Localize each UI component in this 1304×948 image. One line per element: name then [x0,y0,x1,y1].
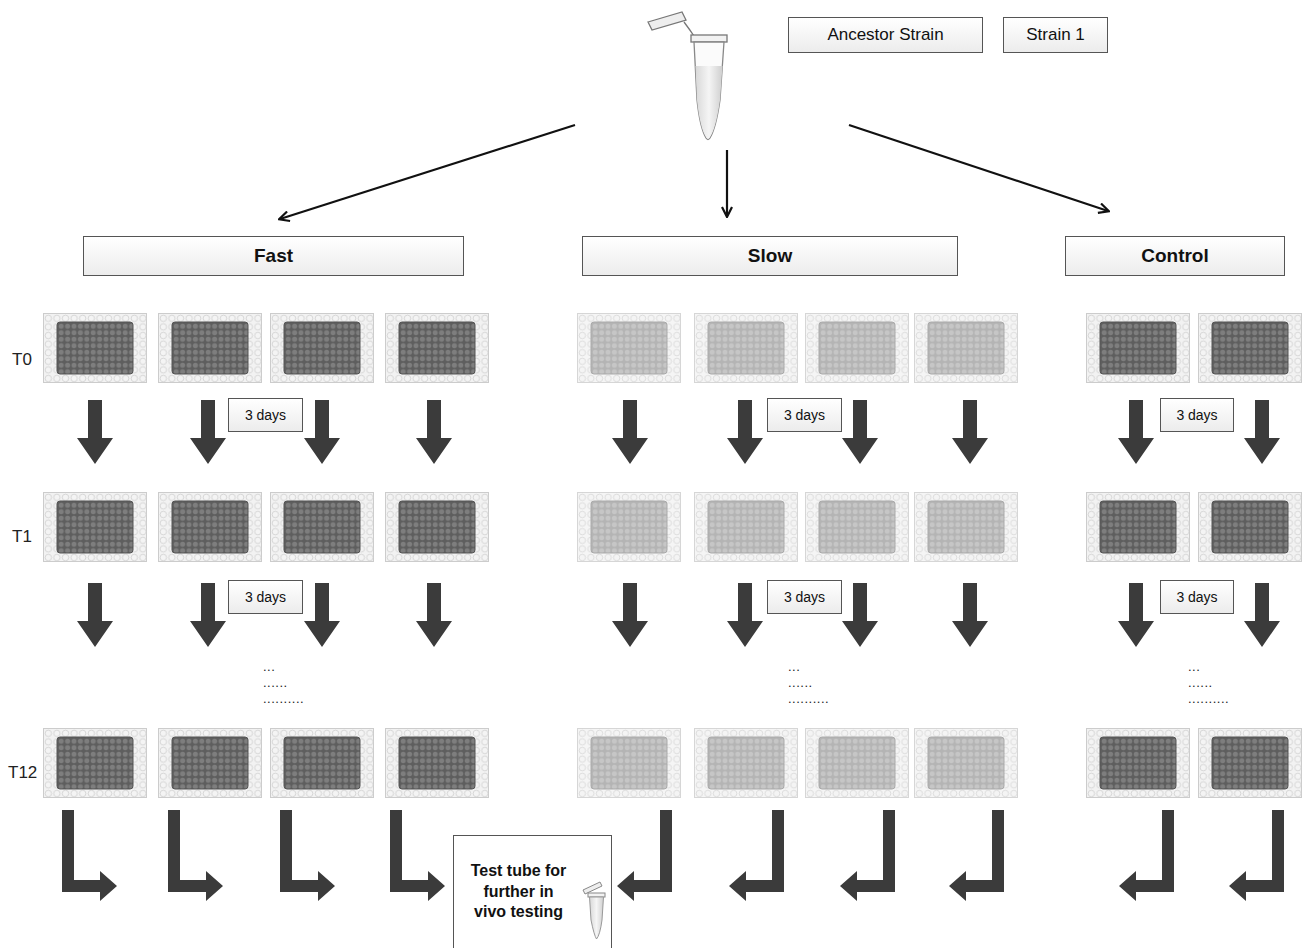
ellipsis-dots: .......... [1188,692,1229,705]
node-text: Fast [254,245,293,267]
node-text: Slow [748,245,792,267]
interval-box: 3 days [767,580,842,614]
treatment-header: Control [1065,236,1285,276]
interval-box: 3 days [228,398,303,432]
sample-box: Strain 1 [1003,17,1108,53]
node-text: Control [1141,245,1209,267]
treatment-header: Fast [83,236,464,276]
interval-box: 3 days [767,398,842,432]
node-text: Test tube for further in vivo testing [470,861,568,923]
sample-box: Ancestor Strain [788,17,983,53]
ellipsis-dots: ... [263,660,275,673]
row-label: T12 [8,763,37,783]
treatment-header: Slow [582,236,958,276]
ellipsis-dots: ...... [1188,676,1213,689]
collect-arrows [62,810,1284,901]
interval-box: 3 days [1160,398,1234,432]
ellipsis-dots: ... [788,660,800,673]
tube-icon [648,12,727,140]
split-arrow [726,150,728,216]
node-text: 3 days [245,407,286,423]
node-text: 3 days [1176,407,1217,423]
row-label: T1 [12,527,32,547]
well-plates [44,314,1302,798]
node-text: Ancestor Strain [827,25,943,45]
node-text: 3 days [784,589,825,605]
split-arrow [280,125,575,219]
ellipsis-dots: ...... [788,676,813,689]
test-tube-icon [580,880,608,942]
row-label: T0 [12,350,32,370]
interval-box: 3 days [1160,580,1234,614]
node-text: 3 days [1176,589,1217,605]
ellipsis-dots: ... [1188,660,1200,673]
ellipsis-dots: ...... [263,676,288,689]
split-arrow [849,125,1108,211]
transfer-arrows [77,400,1280,647]
interval-box: 3 days [228,580,303,614]
ellipsis-dots: .......... [788,692,829,705]
node-text: Strain 1 [1026,25,1085,45]
node-text: 3 days [784,407,825,423]
ellipsis-dots: .......... [263,692,304,705]
node-text: 3 days [245,589,286,605]
